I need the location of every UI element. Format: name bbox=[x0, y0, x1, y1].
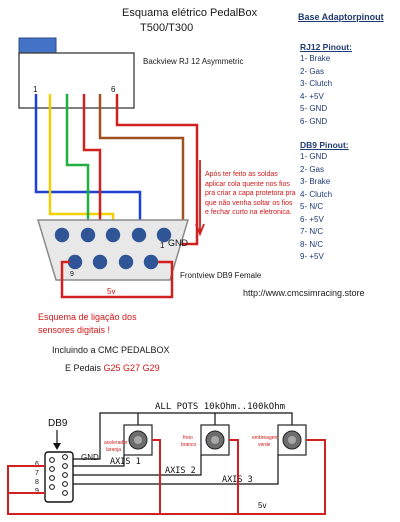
rj12-db9-wiring-diagram: 1 6 1 GND 9 5v bbox=[18, 37, 205, 299]
db9-pin-item: 1- GND bbox=[300, 152, 328, 161]
db9-arrow-head bbox=[53, 443, 61, 450]
pedals-prefix: E Pedais bbox=[65, 363, 102, 373]
pedals-line: E Pedais G25 G27 G29 bbox=[65, 363, 160, 373]
pin-number-8: 8 bbox=[35, 479, 39, 486]
db9-pin1-label: 1 bbox=[160, 241, 165, 250]
adaptor-pinout-heading: Base Adaptorpinout bbox=[298, 12, 384, 22]
db9-pin-item: 9- +5V bbox=[300, 252, 324, 261]
db9-connector-label: Frontview DB9 Female bbox=[180, 271, 262, 280]
axis3-wire bbox=[73, 455, 279, 485]
rj12-pin-item: 2- Gas bbox=[300, 66, 325, 76]
db9-gnd-label: GND bbox=[168, 238, 189, 248]
rj12-pin-first-label: 1 bbox=[33, 85, 38, 94]
digital-title-line1: Esquema de ligação dos bbox=[38, 312, 137, 322]
rj12-pin-last-label: 6 bbox=[111, 85, 116, 94]
pot3-label-top: embreagem bbox=[252, 435, 279, 441]
note-arrow-head bbox=[195, 223, 205, 237]
pot3-label-bottom: verde bbox=[258, 442, 271, 448]
wire-red-gnd bbox=[115, 94, 199, 246]
db9-pin-item: 6- +5V bbox=[300, 214, 324, 224]
wire-5v-bridge bbox=[60, 260, 174, 299]
wire-red-5v-signal bbox=[82, 94, 102, 262]
pot-1 bbox=[123, 424, 153, 456]
db9-pin9-label: 9 bbox=[70, 271, 74, 278]
5v-pot1-wire bbox=[152, 439, 161, 514]
db9-pin-item: 2- Gas bbox=[300, 164, 325, 174]
5v-label: 5v bbox=[258, 501, 266, 510]
axis1-wire bbox=[73, 455, 125, 467]
rj12-pinout-heading: RJ12 Pinout: bbox=[300, 42, 352, 52]
diagram-title-line1: Esquama elétrico PedalBox bbox=[122, 7, 258, 19]
db9-pin-item: 8- N/C bbox=[300, 239, 324, 249]
pot2-label-bottom: branco bbox=[181, 442, 197, 448]
pot-2 bbox=[200, 424, 230, 456]
axis1-label: AXIS 1 bbox=[110, 457, 141, 467]
db9-pin-item: 5- N/C bbox=[300, 202, 324, 211]
pin-number-9: 9 bbox=[35, 488, 39, 495]
rj12-pin-item: 1- Brake bbox=[300, 54, 331, 63]
db9-5v-label: 5v bbox=[107, 287, 115, 296]
diagram-title-line2: T500/T300 bbox=[140, 22, 194, 34]
rj12-connector-body bbox=[18, 52, 135, 109]
db9-pinout-heading: DB9 Pinout: bbox=[300, 140, 349, 150]
digital-sensors-title: Esquema de ligação dos sensores digitais… bbox=[38, 311, 137, 337]
5v-pot2-wire bbox=[229, 439, 239, 514]
rj12-pinout-list: 1- Brake 2- Gas 3- Clutch 4- +5V 5- GND … bbox=[300, 53, 332, 128]
pin-number-6: 6 bbox=[35, 461, 39, 468]
digital-title-line2: sensores digitais ! bbox=[38, 325, 111, 335]
pot1-label-bottom: laranja bbox=[106, 447, 121, 453]
db9-pin-item: 7- N/C bbox=[300, 227, 324, 236]
gnd-label: GND bbox=[81, 453, 99, 462]
pot-wiring-diagram: DB9 6 7 8 9 ALL POTS 10kOhm..100kOhm GND… bbox=[7, 402, 326, 515]
all-pots-label: ALL POTS 10kOhm..100kOhm bbox=[155, 402, 285, 412]
wire-green bbox=[65, 94, 90, 235]
pedal-models: G25 G27 G29 bbox=[103, 363, 160, 373]
soldering-note: Após ter feito as soldas aplicar cola qu… bbox=[205, 171, 296, 217]
rj12-pin-item: 3- Clutch bbox=[300, 79, 333, 88]
pin-number-7: 7 bbox=[35, 470, 39, 477]
pot1-label-top: acelerador bbox=[104, 440, 128, 446]
rj12-pin-item: 6- GND bbox=[300, 116, 328, 126]
rj12-pin-item: 5- GND bbox=[300, 104, 328, 113]
website-url: http://www.cmcsimracing.store bbox=[243, 288, 365, 298]
db9-side-pins bbox=[49, 454, 68, 496]
including-pedalbox-text: Incluindo a CMC PEDALBOX bbox=[52, 345, 170, 355]
axis2-label: AXIS 2 bbox=[165, 466, 196, 476]
db9-title-label: DB9 bbox=[48, 418, 68, 429]
axis2-wire bbox=[73, 455, 202, 476]
pot-3 bbox=[277, 424, 307, 456]
rj12-connector-label: Backview RJ 12 Asymmetric bbox=[143, 57, 244, 66]
db9-pins-row-bottom bbox=[67, 254, 159, 270]
db9-pins-row-top bbox=[54, 227, 172, 243]
pot2-label-top: freio bbox=[183, 435, 193, 441]
rj12-pin-item: 4- +5V bbox=[300, 91, 324, 101]
db9-pinout-list: 1- GND 2- Gas 3- Brake 4- Clutch 5- N/C … bbox=[300, 151, 332, 264]
db9-pin-item: 3- Brake bbox=[300, 177, 331, 186]
5v-loop-wire bbox=[7, 439, 326, 515]
db9-pin-item: 4- Clutch bbox=[300, 189, 333, 199]
gnd-bus bbox=[73, 412, 293, 460]
